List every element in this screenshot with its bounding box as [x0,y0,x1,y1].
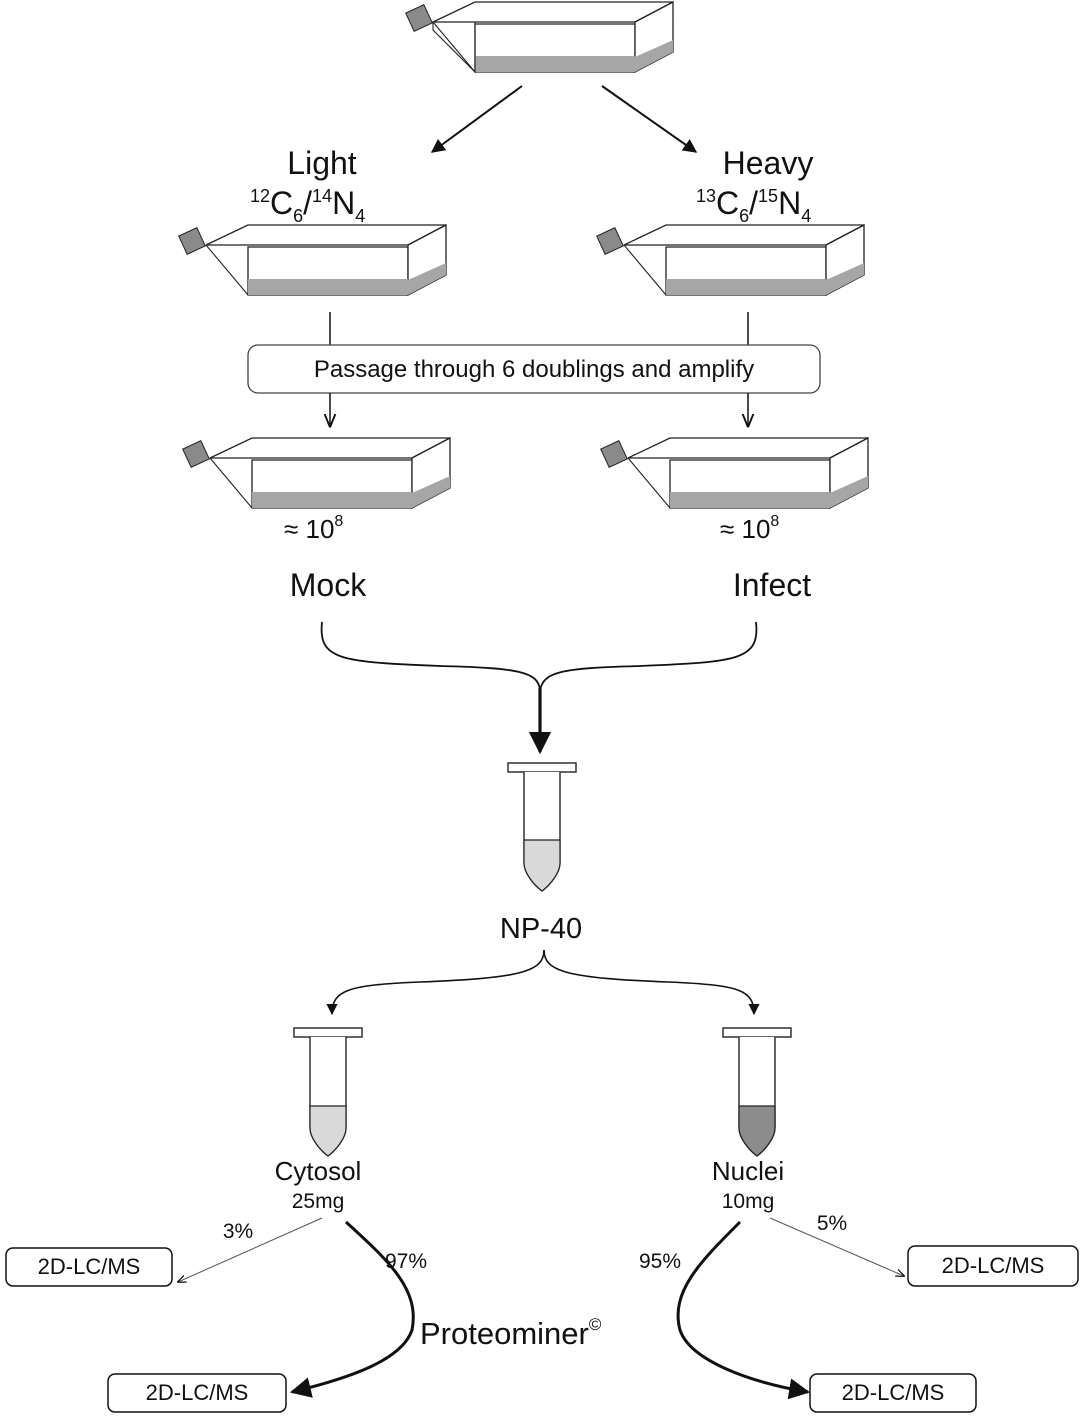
enrichment-label: Proteominer© [420,1315,602,1351]
nuclei-amount: 10mg [722,1190,775,1213]
cyto-enriched-ms-box [107,1373,287,1413]
nuc-direct-ms-box [907,1245,1079,1287]
cytosol-amount: 25mg [292,1190,345,1213]
mock-cell-count: ≈ 108 [284,513,343,544]
nuc-enriched-ms-box [809,1373,977,1413]
tube-lysate-icon [507,762,577,892]
heavy-isotope-label: 13C6/15N4 [696,185,811,226]
nuclei-label: Nuclei [712,1156,784,1186]
lysis-label: NP-40 [500,913,582,945]
infect-label: Infect [733,567,811,603]
cytosol-direct-pct: 3% [223,1220,253,1243]
nuc-direct-ms-label: 2D-LC/MS [942,1253,1045,1278]
tube-nuclei-icon [722,1027,792,1157]
cytosol-enriched-pct: 97% [385,1250,427,1273]
light-isotope-label: 12C6/14N4 [250,185,365,226]
tube-cytosol-icon [293,1027,363,1157]
flask-top-icon [405,0,674,74]
cyto-enriched-ms-label: 2D-LC/MS [146,1380,249,1405]
cyto-direct-ms-label: 2D-LC/MS [38,1254,141,1279]
heavy-label: Heavy [723,145,814,181]
infect-cell-count: ≈ 108 [720,513,779,544]
mock-label: Mock [290,567,367,603]
passage-step-label: Passage through 6 doublings and amplify [314,356,754,383]
flask-infect-icon [600,436,869,510]
flask-light-icon [178,223,447,297]
flask-mock-icon [182,436,451,510]
nuclei-direct-pct: 5% [817,1212,847,1235]
cyto-direct-ms-box [5,1247,173,1287]
nuclei-enriched-pct: 95% [639,1250,681,1273]
cytosol-label: Cytosol [275,1156,362,1186]
light-label: Light [287,145,357,181]
passage-step-box [247,344,821,394]
flask-heavy-icon [596,223,865,297]
nuc-enriched-ms-label: 2D-LC/MS [842,1380,945,1405]
